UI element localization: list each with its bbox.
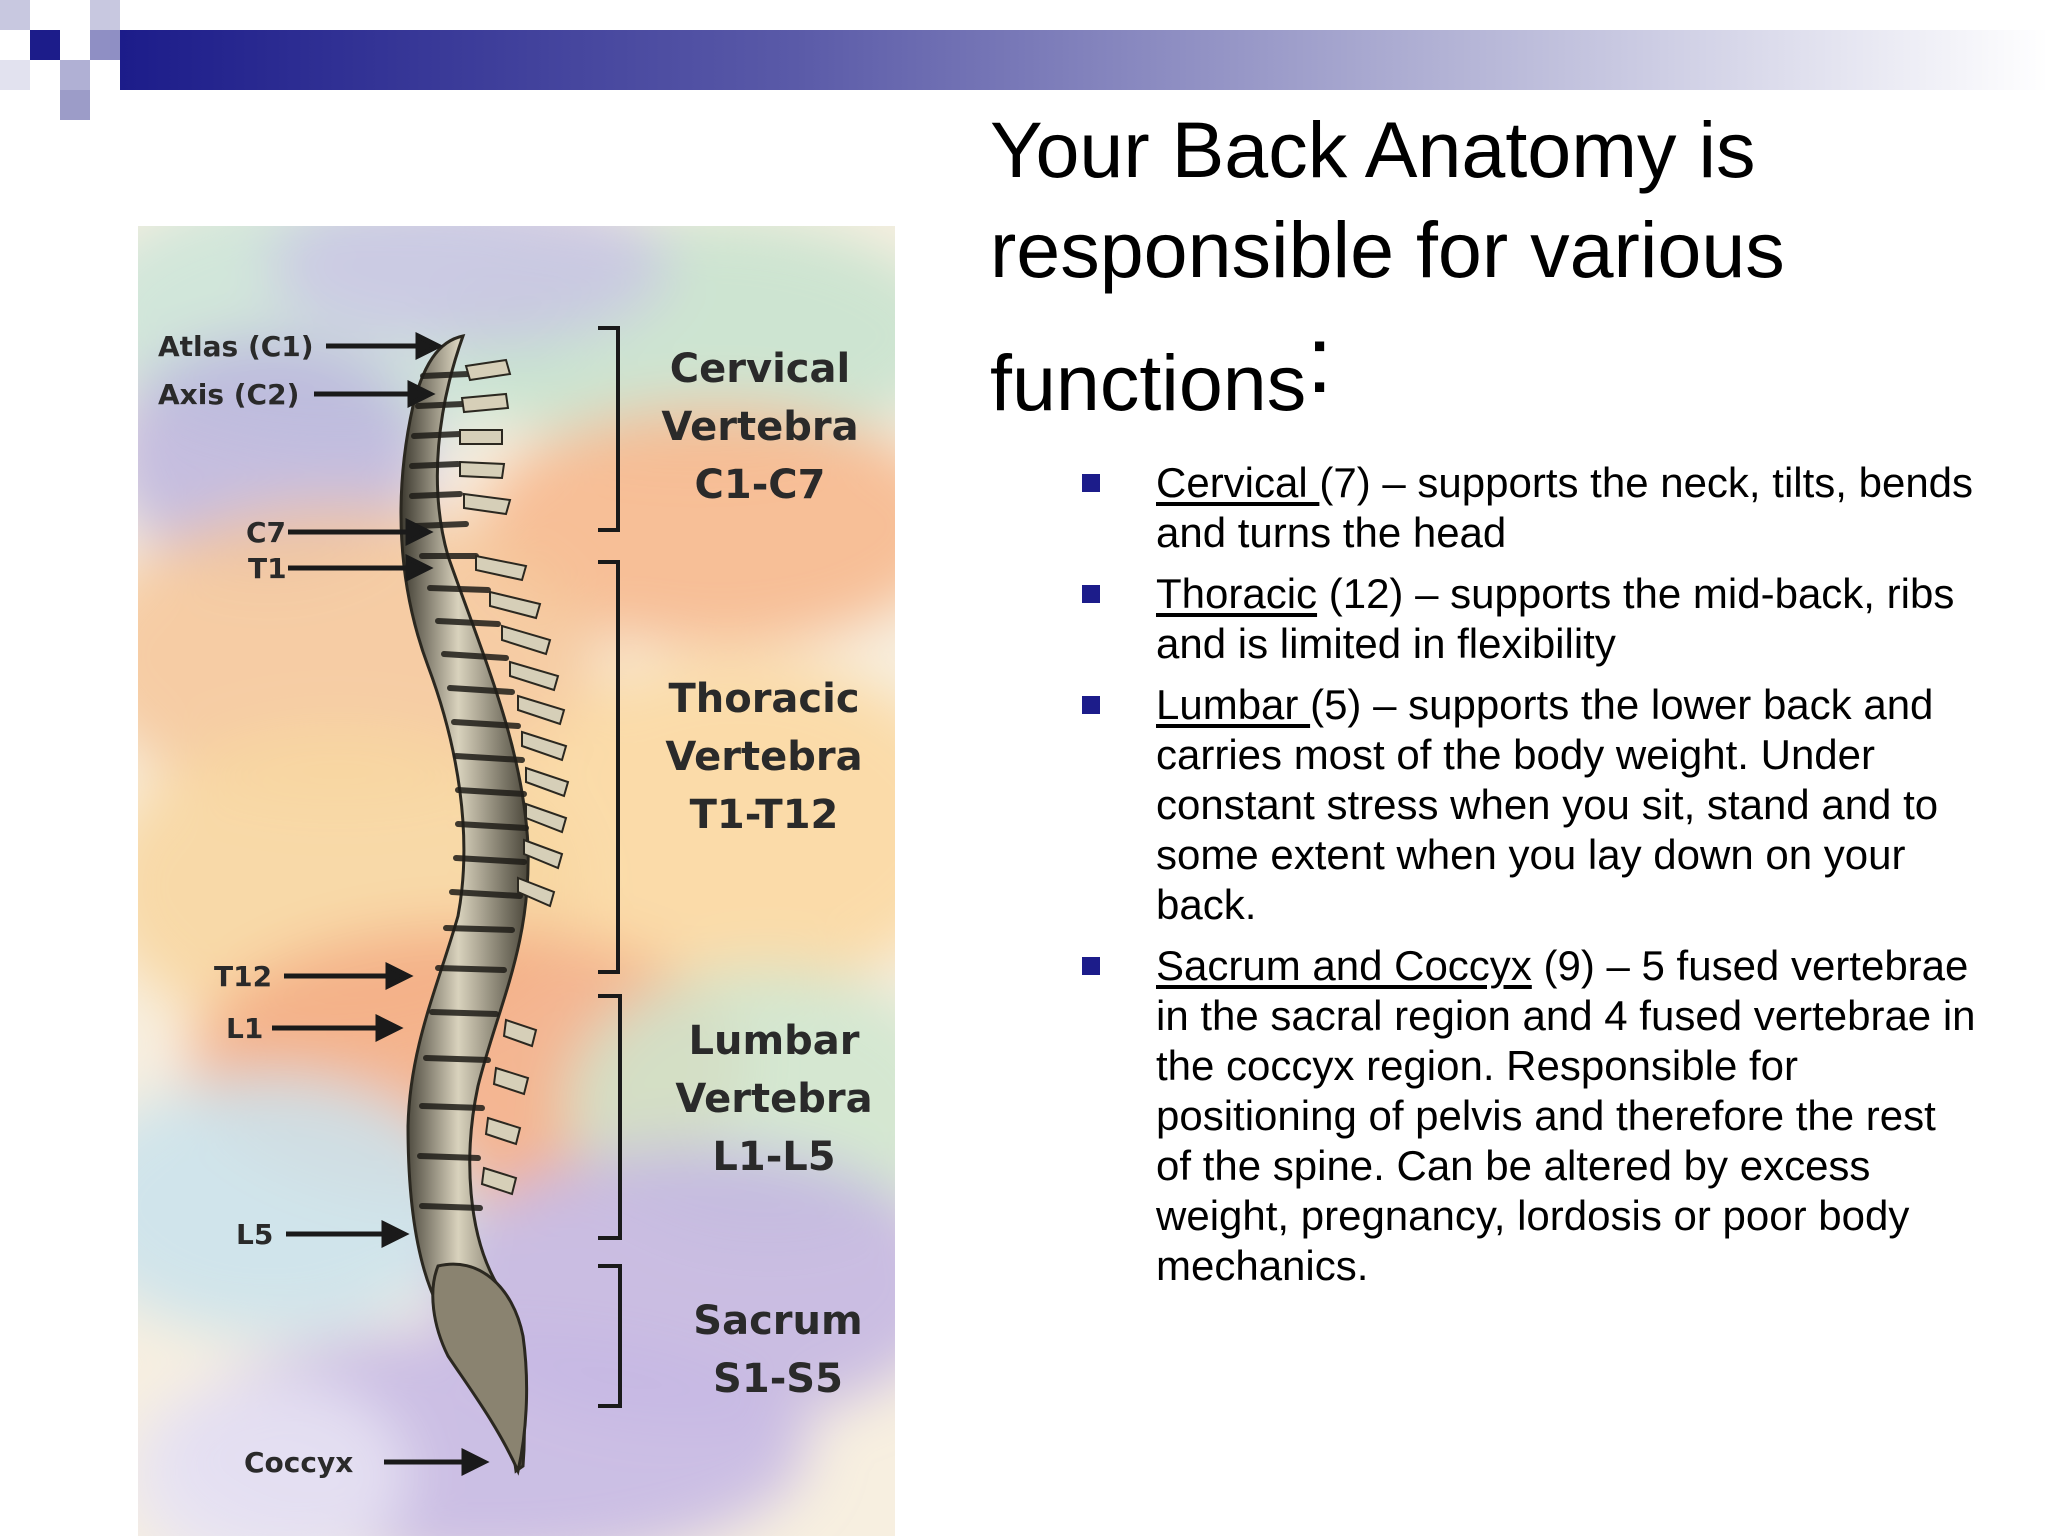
region-sacrum-line1: Sacrum <box>693 1298 862 1344</box>
region-cervical-line1: Cervical <box>670 346 850 392</box>
function-list: Cervical (7) – supports the neck, tilts,… <box>1078 458 1978 1302</box>
header-square-5 <box>60 60 90 90</box>
region-thoracic-line2: Vertebra <box>665 734 862 780</box>
region-cervical-line3: C1-C7 <box>695 462 826 508</box>
list-item: Lumbar (5) – supports the lower back and… <box>1078 680 1978 930</box>
label-t1: T1 <box>248 552 287 585</box>
bullet-text: (9) – 5 fused vertebrae in the sacral re… <box>1156 942 1976 1289</box>
bullet-term: Cervical <box>1156 459 1320 506</box>
region-cervical-line2: Vertebra <box>661 404 858 450</box>
watercolor-wash <box>138 226 895 1536</box>
slide-title: Your Back Anatomy is responsible for var… <box>990 100 1990 433</box>
header-square-2 <box>30 30 60 60</box>
bullet-term: Lumbar <box>1156 681 1311 728</box>
header-gradient-bar <box>120 30 2048 90</box>
label-l1: L1 <box>226 1012 263 1045</box>
region-thoracic-line3: T1-T12 <box>690 792 839 838</box>
sacrum-shape <box>431 1262 529 1476</box>
region-thoracic-line1: Thoracic <box>668 676 859 722</box>
region-lumbar-line3: L1-L5 <box>712 1134 835 1180</box>
header-square-4 <box>90 30 120 60</box>
region-lumbar-line1: Lumbar <box>689 1018 860 1064</box>
pointer-arrows <box>272 331 490 1477</box>
label-t12: T12 <box>214 960 272 993</box>
bullet-text: (5) – supports the lower back and carrie… <box>1156 681 1939 928</box>
title-line-3-wrap: functions: <box>990 310 1990 433</box>
title-line-1: Your Back Anatomy is <box>990 105 1756 194</box>
spinous-processes <box>459 358 570 1196</box>
list-item: Sacrum and Coccyx (9) – 5 fused vertebra… <box>1078 941 1978 1291</box>
label-atlas: Atlas (C1) <box>158 330 314 363</box>
title-line-3: functions <box>990 338 1307 427</box>
vertebral-column <box>399 334 570 1476</box>
title-line-2: responsible for various <box>990 205 1785 294</box>
vertebra-discs <box>409 371 529 1211</box>
square-bullet-icon <box>1082 957 1100 975</box>
header-square-6 <box>0 60 30 90</box>
bullet-text: (12) – supports the mid-back, ribs and i… <box>1156 570 1955 667</box>
bullet-term: Thoracic <box>1156 570 1318 617</box>
bullet-term: Sacrum and Coccyx <box>1156 942 1532 989</box>
label-axis: Axis (C2) <box>158 378 299 411</box>
square-bullet-icon <box>1082 474 1100 492</box>
region-brackets <box>598 326 622 1408</box>
label-c7: C7 <box>246 516 286 549</box>
header-square-3 <box>90 0 120 30</box>
region-labels: Cervical Vertebra C1-C7 Thoracic Vertebr… <box>661 346 872 1402</box>
square-bullet-icon <box>1082 696 1100 714</box>
title-colon: : <box>1306 306 1333 413</box>
left-labels: Atlas (C1) Axis (C2) C7 T1 T12 L1 L5 Coc… <box>158 330 353 1479</box>
region-lumbar-line2: Vertebra <box>675 1076 872 1122</box>
header-square-7 <box>60 90 90 120</box>
list-item: Cervical (7) – supports the neck, tilts,… <box>1078 458 1978 558</box>
spine-illustration: Atlas (C1) Axis (C2) C7 T1 T12 L1 L5 Coc… <box>138 226 895 1536</box>
label-l5: L5 <box>236 1218 273 1251</box>
spine-svg: Atlas (C1) Axis (C2) C7 T1 T12 L1 L5 Coc… <box>138 226 895 1536</box>
region-sacrum-line2: S1-S5 <box>713 1356 843 1402</box>
bullet-text: (7) – supports the neck, tilts, bends an… <box>1156 459 1974 556</box>
label-coccyx: Coccyx <box>244 1446 353 1479</box>
list-item: Thoracic (12) – supports the mid-back, r… <box>1078 569 1978 669</box>
square-bullet-icon <box>1082 585 1100 603</box>
header-square-1 <box>0 0 30 30</box>
